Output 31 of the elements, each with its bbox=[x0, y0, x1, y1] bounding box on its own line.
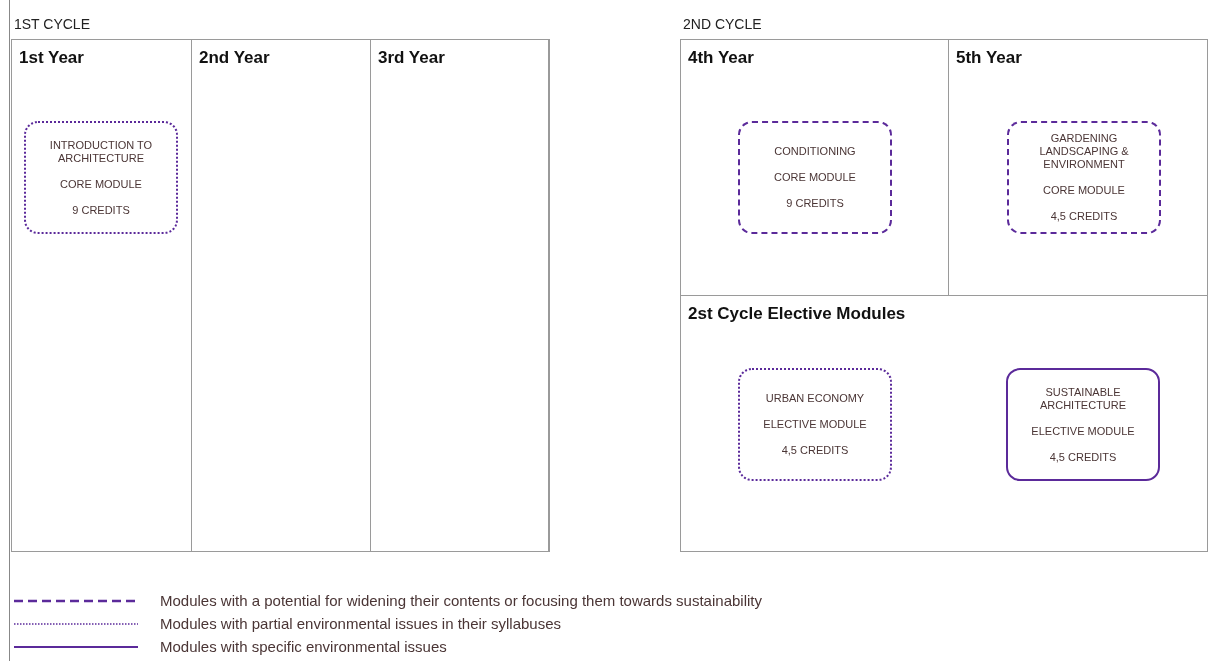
module-text: CORE MODULE bbox=[774, 171, 856, 184]
module-text: ELECTIVE MODULE bbox=[1031, 424, 1135, 438]
module-text: INTRODUCTION TO ARCHITECTURE bbox=[48, 138, 154, 165]
module-text: 4,5 CREDITS bbox=[1049, 450, 1117, 464]
module-text: 9 CREDITS bbox=[72, 203, 130, 217]
module-box bbox=[1006, 368, 1160, 481]
panel-heading: 4th Year bbox=[688, 47, 754, 69]
module-box bbox=[738, 121, 892, 234]
legend-text: Modules with a potential for widening their contents or focusing them towards sustainability bbox=[160, 591, 762, 611]
cycle-heading: 2ND CYCLE bbox=[683, 15, 762, 34]
module-text: SUSTAINABLE ARCHITECTURE bbox=[1038, 385, 1128, 412]
module-text: GARDENING LANDSCAPING & ENVIRONMENT bbox=[1038, 132, 1130, 171]
panel-heading: 1st Year bbox=[19, 47, 84, 69]
module-text: 4,5 CREDITS bbox=[1050, 210, 1118, 223]
legend-text: Modules with partial environmental issues in their syllabuses bbox=[160, 614, 562, 634]
panel-heading: 5th Year bbox=[956, 47, 1022, 69]
module-box bbox=[1007, 121, 1161, 234]
panel-heading: 2nd Year bbox=[199, 47, 270, 69]
module-box bbox=[24, 121, 178, 234]
module-text: 9 CREDITS bbox=[786, 197, 844, 210]
module-text: CORE MODULE bbox=[60, 177, 142, 191]
module-box bbox=[738, 368, 892, 481]
module-text: 4,5 CREDITS bbox=[781, 444, 849, 457]
panel-heading: 2st Cycle Elective Modules bbox=[688, 303, 906, 325]
panel-heading: 3rd Year bbox=[378, 47, 445, 69]
module-text: CORE MODULE bbox=[1043, 184, 1125, 197]
module-text: ELECTIVE MODULE bbox=[763, 418, 867, 431]
cycle-heading: 1ST CYCLE bbox=[14, 15, 90, 34]
module-text: URBAN ECONOMY bbox=[765, 392, 865, 405]
legend-text: Modules with specific environmental issues bbox=[160, 637, 447, 657]
module-text: CONDITIONING bbox=[774, 145, 856, 158]
